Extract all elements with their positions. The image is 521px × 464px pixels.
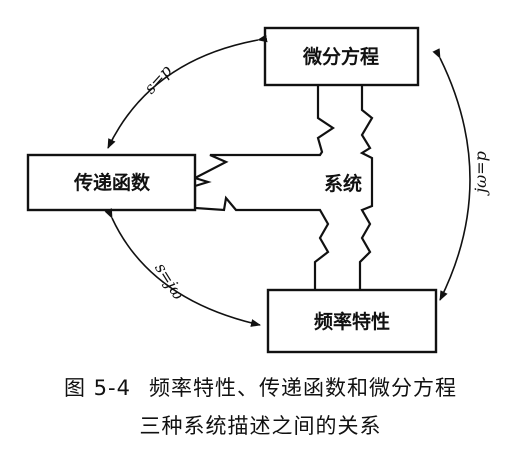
arrow-right	[432, 48, 471, 301]
system-center-label: 系统	[324, 172, 362, 195]
figure-caption-line-2: 三种系统描述之间的关系	[0, 410, 521, 440]
system-description-diagram: 微分方程 传递函数 频率特性 系统 s=p jω=p s=jω	[26, 26, 490, 354]
figure-number: 图 5-4	[64, 376, 131, 400]
arrow-bottom-left	[104, 208, 261, 327]
arrow-top-left-label: s=p	[140, 61, 175, 97]
arrow-right-label: jω=p	[471, 151, 490, 196]
box-frequency-response	[266, 288, 438, 354]
box-frequency-response-label: 频率特性	[314, 310, 390, 333]
arrow-bottom-left-label: s=jω	[151, 259, 188, 303]
figure-caption-title: 频率特性、传递函数和微分方程	[148, 376, 457, 400]
box-transfer-function-label: 传递函数	[73, 171, 151, 194]
figure-caption-subtitle: 三种系统描述之间的关系	[139, 414, 382, 438]
figure-caption-line-1: 图 5-4 频率特性、传递函数和微分方程	[0, 372, 521, 402]
box-transfer-function	[26, 153, 197, 212]
arrow-top-left	[107, 34, 268, 149]
box-differential-equation-label: 微分方程	[302, 45, 379, 68]
